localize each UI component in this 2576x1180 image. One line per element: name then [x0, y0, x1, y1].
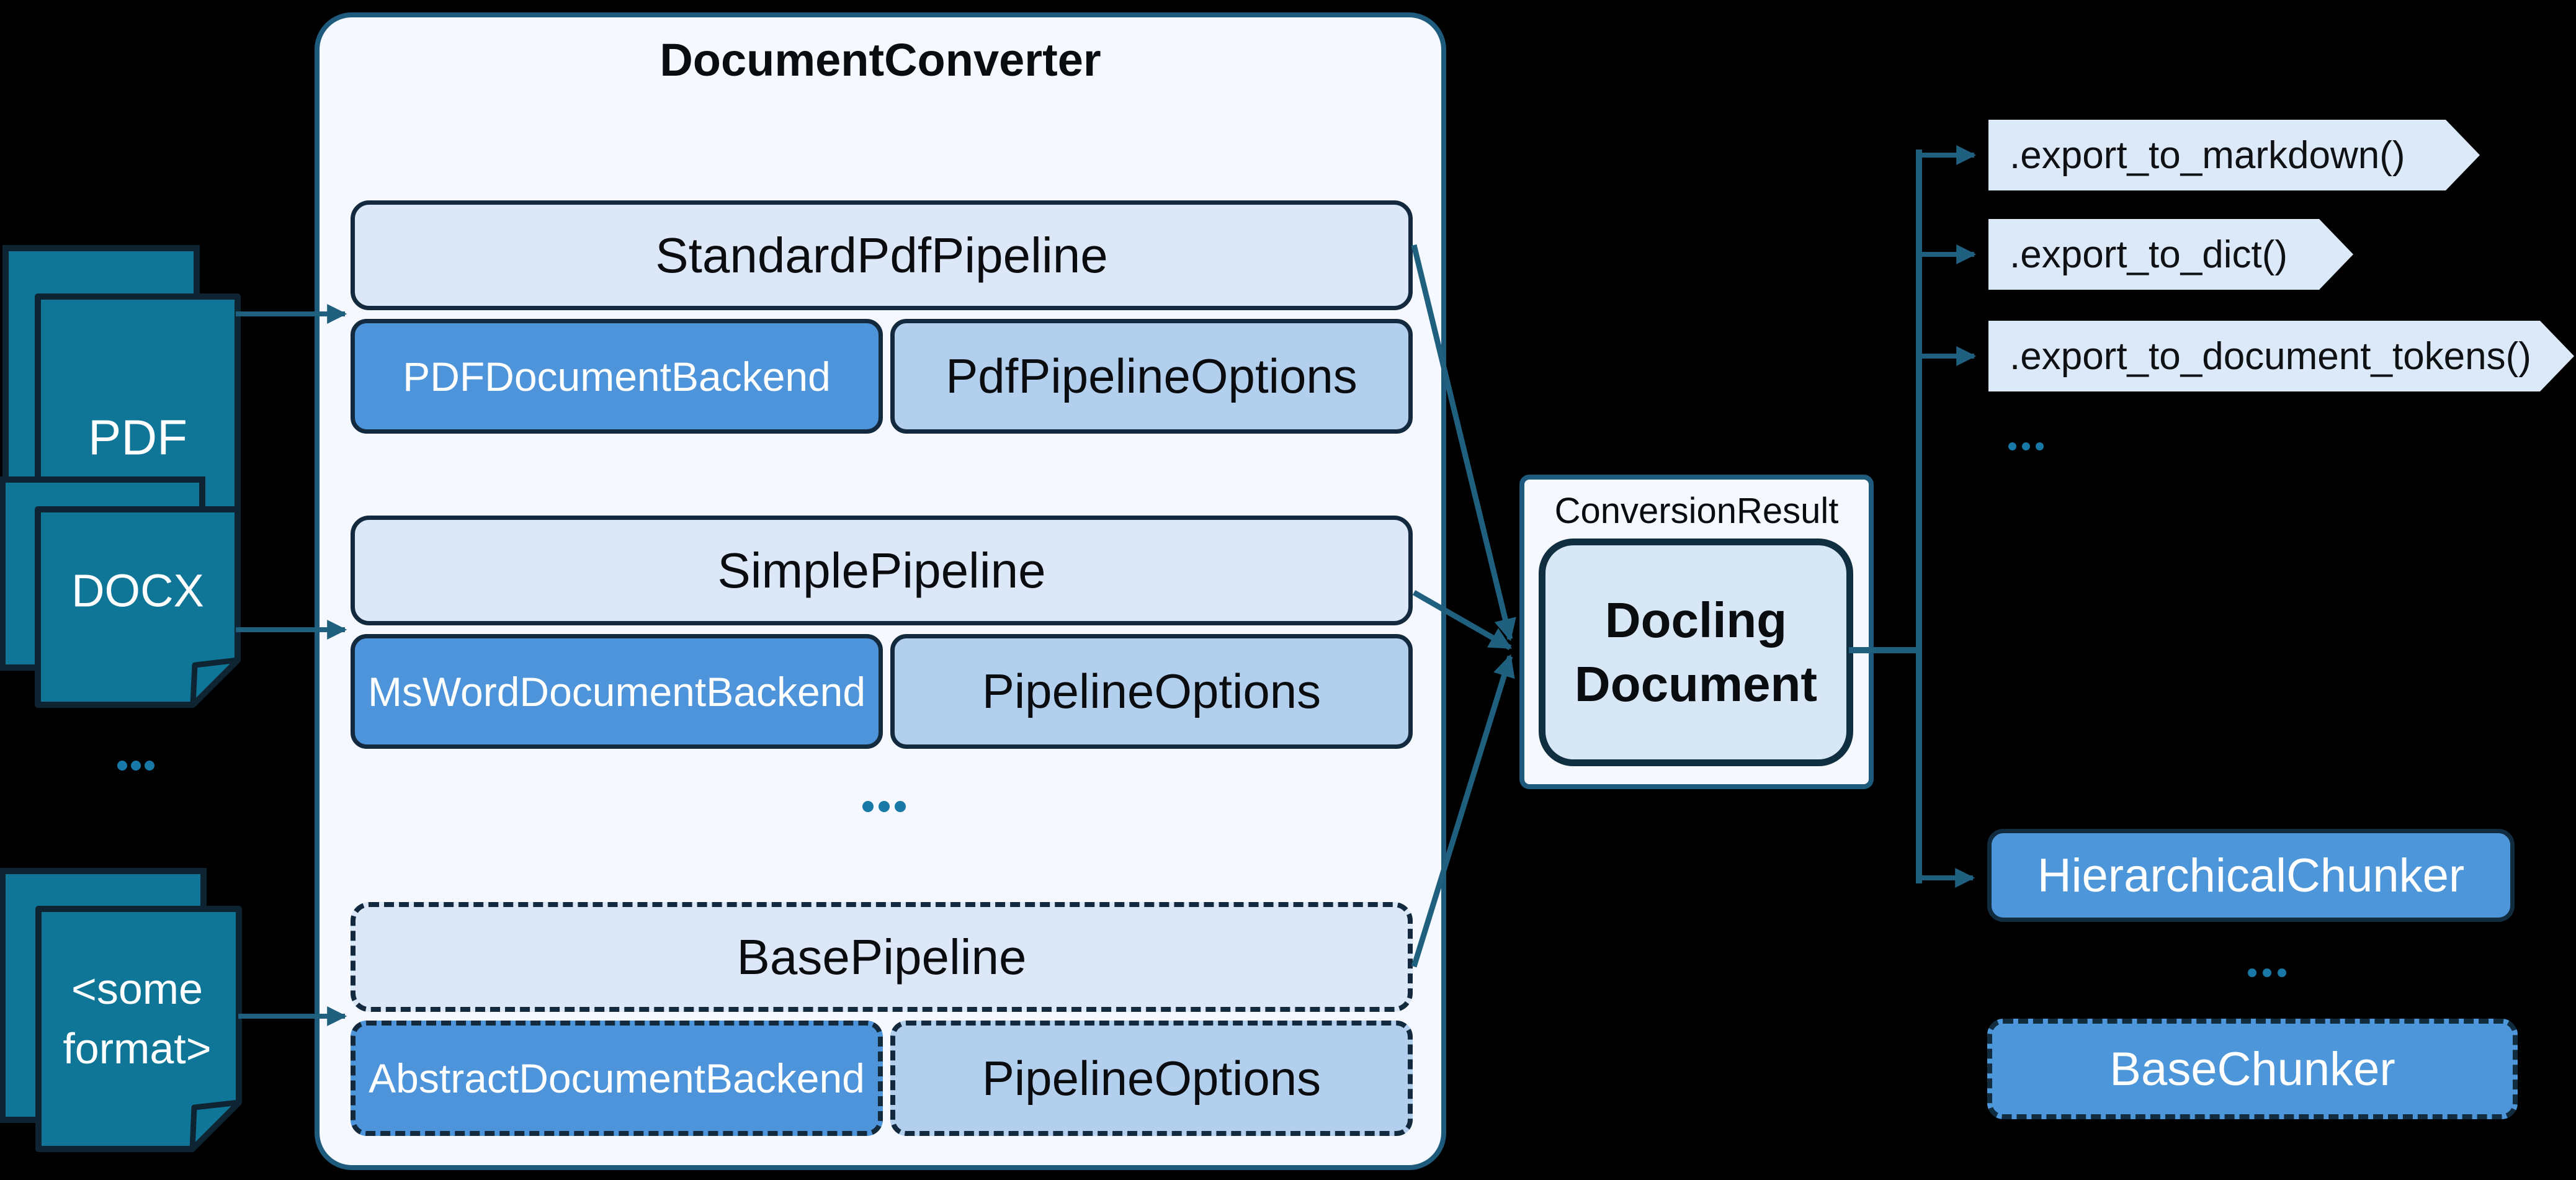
docx-document-icon: DOCX — [0, 476, 241, 708]
simple-pipeline-box: SimplePipeline — [351, 516, 1413, 625]
dot — [117, 761, 127, 771]
some-format-label-line2: format> — [63, 1024, 211, 1073]
base-chunker-box: BaseChunker — [1987, 1019, 2518, 1119]
dot — [879, 801, 890, 812]
abstract-document-backend-box: AbstractDocumentBackend — [351, 1021, 883, 1136]
some-format-label-line1: <some — [71, 965, 203, 1013]
docx-page-fold-icon — [190, 657, 241, 708]
pdf-label: PDF — [88, 410, 187, 465]
ellipsis-icon-pipelines — [862, 801, 911, 812]
docling-document-box: Docling Document — [1539, 539, 1853, 766]
docling-line2: Document — [1574, 656, 1818, 712]
docling-line1: Docling — [1604, 592, 1787, 648]
dot — [2248, 968, 2256, 977]
export-to-dict-tag: .export_to_dict() — [1988, 219, 2353, 290]
docling-document-label: Docling Document — [1575, 589, 1817, 716]
ellipsis-icon-exports — [2008, 442, 2049, 450]
docx-label: DOCX — [71, 565, 204, 617]
base-pipeline-box: BasePipeline — [351, 902, 1413, 1012]
dot — [2008, 442, 2016, 450]
pdf-pipeline-options-box: PdfPipelineOptions — [890, 319, 1413, 434]
some-format-document-icon: <some format> — [0, 868, 242, 1152]
some-format-page-fold-icon — [189, 1099, 242, 1152]
export-to-markdown-tag: .export_to_markdown() — [1988, 120, 2480, 190]
pdf-document-backend-box: PDFDocumentBackend — [351, 319, 883, 434]
dot — [895, 801, 906, 812]
dot — [2022, 442, 2030, 450]
dot — [2036, 442, 2044, 450]
pipeline-options-box: PipelineOptions — [890, 634, 1413, 749]
dot — [2278, 968, 2286, 977]
ellipsis-icon-inputs — [117, 761, 158, 771]
dot — [131, 761, 141, 771]
export-to-document-tokens-tag: .export_to_document_tokens() — [1988, 321, 2574, 391]
dot — [2263, 968, 2271, 977]
hierarchical-chunker-box: HierarchicalChunker — [1987, 829, 2515, 922]
document-converter-title: DocumentConverter — [660, 34, 1101, 86]
dot — [862, 801, 874, 812]
base-pipeline-options-box: PipelineOptions — [890, 1021, 1413, 1136]
dot — [145, 761, 154, 771]
standard-pdf-pipeline-box: StandardPdfPipeline — [351, 200, 1413, 310]
conversion-result-label: ConversionResult — [1554, 490, 1839, 531]
ellipsis-icon-chunkers — [2248, 968, 2292, 977]
msword-document-backend-box: MsWordDocumentBackend — [351, 634, 883, 749]
